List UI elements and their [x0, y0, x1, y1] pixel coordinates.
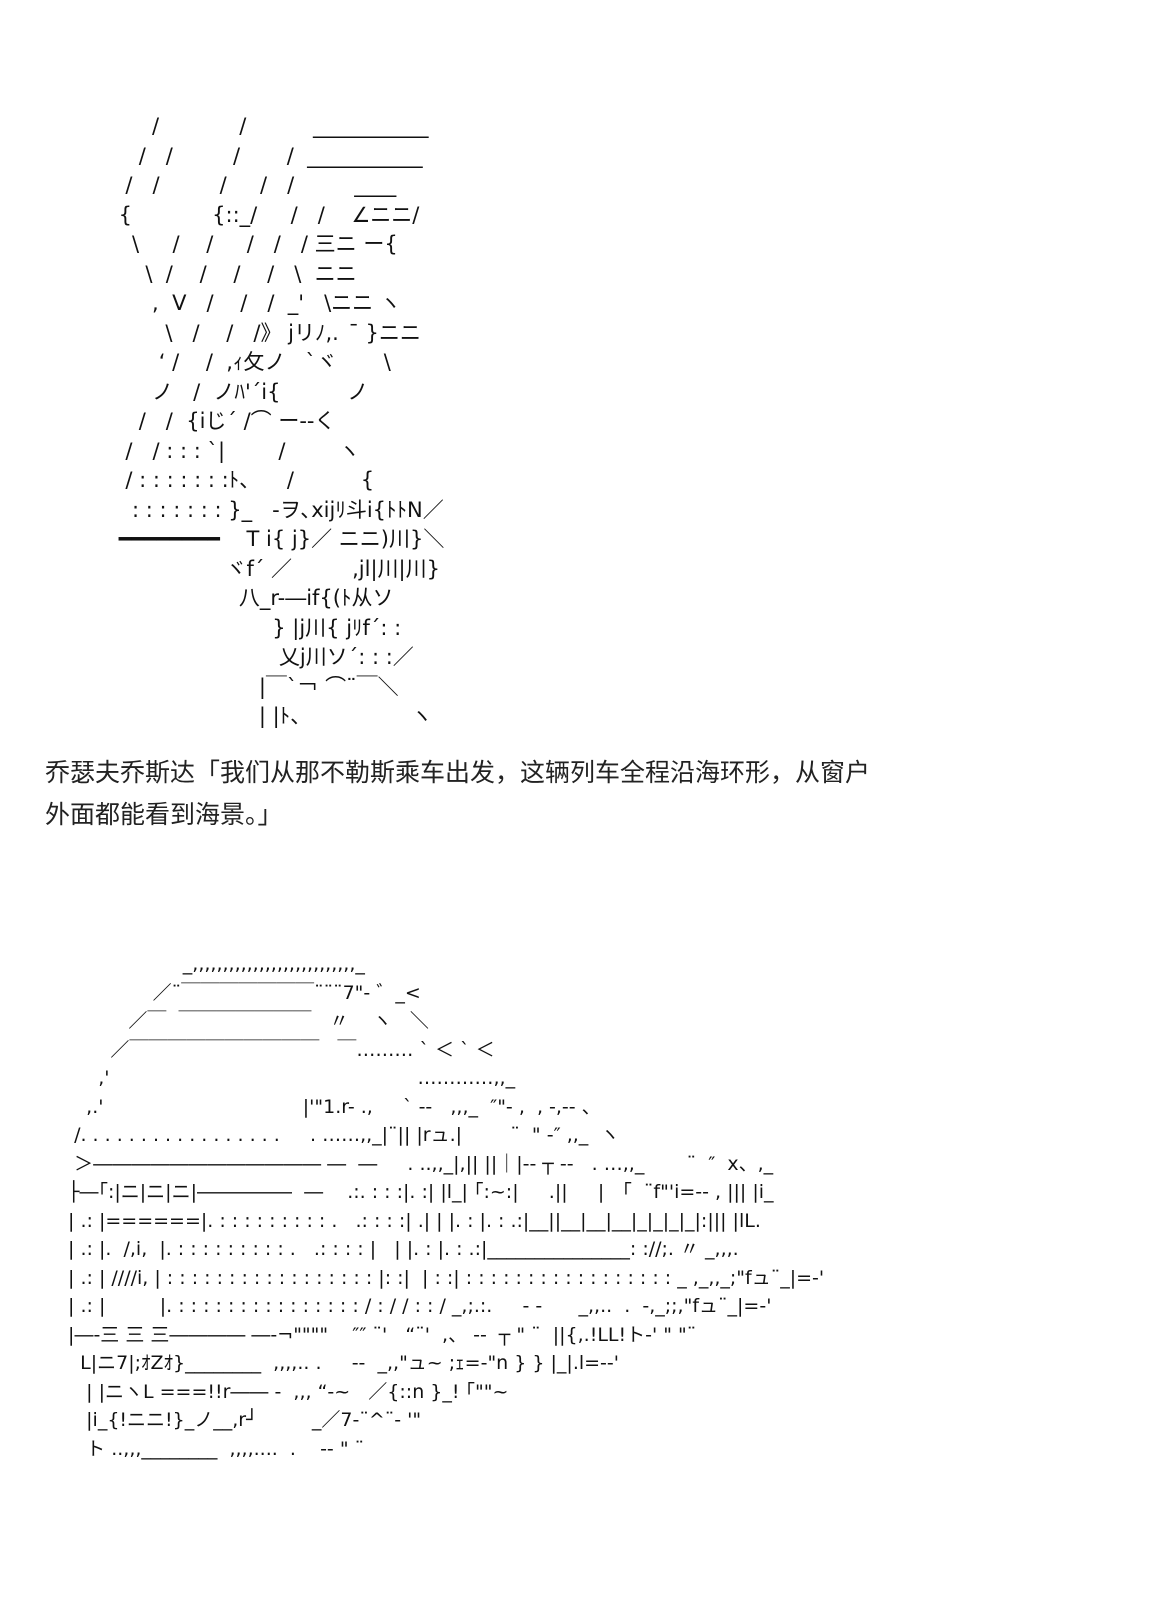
ascii-art-bottom-line: | .: |======|. : : : : : : : : : . .: : …	[62, 1209, 761, 1232]
ascii-art-top-line: ヾf´ ／ ,jl|川|川}	[112, 556, 440, 581]
ascii-art-bottom-line: | .: |. /,i, |. : : : : : : : : : . .: :…	[62, 1238, 739, 1260]
ascii-art-top-line: 乂j川ソ´: : :／	[112, 645, 414, 669]
ascii-art-top-line: / / {iじ´ /⌒ ー--く	[112, 409, 336, 433]
ascii-art-top-line: ━━━━━━━━ T i{ j}／ ニニ)川}＼	[112, 527, 445, 551]
ascii-art-bottom-line: ,.' |'"1.r- ., ` -- ,,,_ ″"- , , -,-- 、	[62, 1095, 601, 1118]
ascii-art-top-line: : : : : : : : }_ -ヲ､xijﾘ斗i{ﾄﾄN／	[112, 497, 444, 522]
ascii-art-bottom-line: L|ニ7|;ｵZｵ}________ ,,,,.. . -- _,,"ュ~ ;ｪ…	[62, 1352, 619, 1374]
ascii-art-bottom-line: /. . . . . . . . . . . . . . . . . . ……,…	[62, 1124, 620, 1146]
ascii-art-top-line: \ / / / / / 三ニ ー{	[112, 232, 398, 256]
ascii-art-train: _,,,,,,,,,,,,,,,,,,,,,,,,,,,_ ／¨￣￣￣￣￣￣￣¨…	[62, 950, 824, 1463]
ascii-art-bottom-line: ／¨￣￣￣￣￣￣￣¨¨¨7"- ゛_<	[62, 981, 421, 1004]
ascii-art-bottom-line: | |ニヽL ===!!r―― - ,,, “-~ ／{::n }_! ｢""~	[62, 1380, 509, 1403]
ascii-art-bottom-line: ／￣ ￣￣￣￣￣￣￣ 〃 ヽ ＼	[62, 1010, 429, 1032]
ascii-art-bottom-line: ├―｢:|ニ|ニ|ニ|――――― ― .:. : : :|. :| |l_| ｢…	[62, 1181, 774, 1203]
dialogue-line-1: 乔瑟夫乔斯达「我们从那不勒斯乘车出发，这辆列车全程沿海环形，从窗户	[45, 758, 871, 787]
ascii-art-top-line: / / / / / ____	[112, 173, 397, 197]
ascii-art-bottom-line: _,,,,,,,,,,,,,,,,,,,,,,,,,,,_	[62, 953, 365, 975]
ascii-art-top-line: } |j川{ jﾘf´: :	[112, 615, 402, 640]
ascii-art-bottom-line: ト ..,,,________ ,,,,.... . -- " ¨	[62, 1437, 365, 1460]
ascii-art-top-line: ノ / ノﾊ'´i{ ノ	[112, 379, 369, 404]
dialogue-text: 乔瑟夫乔斯达「我们从那不勒斯乘车出发，这辆列车全程沿海环形，从窗户 外面都能看到…	[45, 752, 1125, 836]
ascii-art-character: / / ___________ / / / / ___________ / / …	[112, 112, 445, 732]
ascii-art-bottom-line: | .: | |. : : : : : : : : : : : : : : : …	[62, 1295, 772, 1317]
ascii-art-bottom-line: | .: | ////i, | : : : : : : : : : : : : …	[62, 1266, 825, 1289]
ascii-art-top-line: / : : : : : : :ﾄ、 / {	[112, 468, 375, 492]
ascii-art-bottom-line: ／￣￣￣￣￣￣￣￣￣￣ ￣……… ` ＜ ` ＜	[62, 1038, 495, 1061]
ascii-art-top-line: / / ___________	[112, 114, 429, 138]
ascii-art-top-line: , V / / / _' \ニニ ヽ	[112, 291, 401, 315]
ascii-art-top-line: |￣`￢ ⌒¨￣＼	[112, 674, 399, 699]
ascii-art-bottom-line: |i_{!ニニ!}_ノ__,r┘ _／7-¨^¨- '"	[62, 1409, 422, 1431]
ascii-art-top-line: / / / / ___________	[112, 143, 423, 168]
ascii-art-top-line: \ / / / / \ ニニ	[112, 261, 357, 286]
ascii-art-top-line: | |ﾄ、 ヽ	[112, 704, 433, 728]
ascii-art-top-line: \ / / /》 jリﾉ,. ̄ }ニニ	[112, 320, 421, 345]
ascii-art-top-line: / / : : : `| / ヽ	[112, 438, 360, 463]
dialogue-line-2: 外面都能看到海景。」	[45, 800, 283, 829]
ascii-art-top-line: { {::_/ / / ∠ニニ/	[112, 202, 420, 227]
ascii-art-bottom-line: ＞―――――――――――― ― ― . ..,,_|,|| ||｜|-- ┬ -…	[62, 1152, 774, 1175]
ascii-art-top-line: 八_r-―if{(ﾄ从ソ	[112, 586, 394, 610]
ascii-art-bottom-line: |―-三 三 三―――― ―-¬"""" ″″ ¨' “¨' ,、 -- ┬ "…	[62, 1323, 697, 1346]
ascii-art-bottom-line: ,' …………,,_	[62, 1067, 516, 1089]
ascii-art-top-line: ‘ / / ,ｨ攵ノ `ヾ \	[112, 350, 391, 374]
